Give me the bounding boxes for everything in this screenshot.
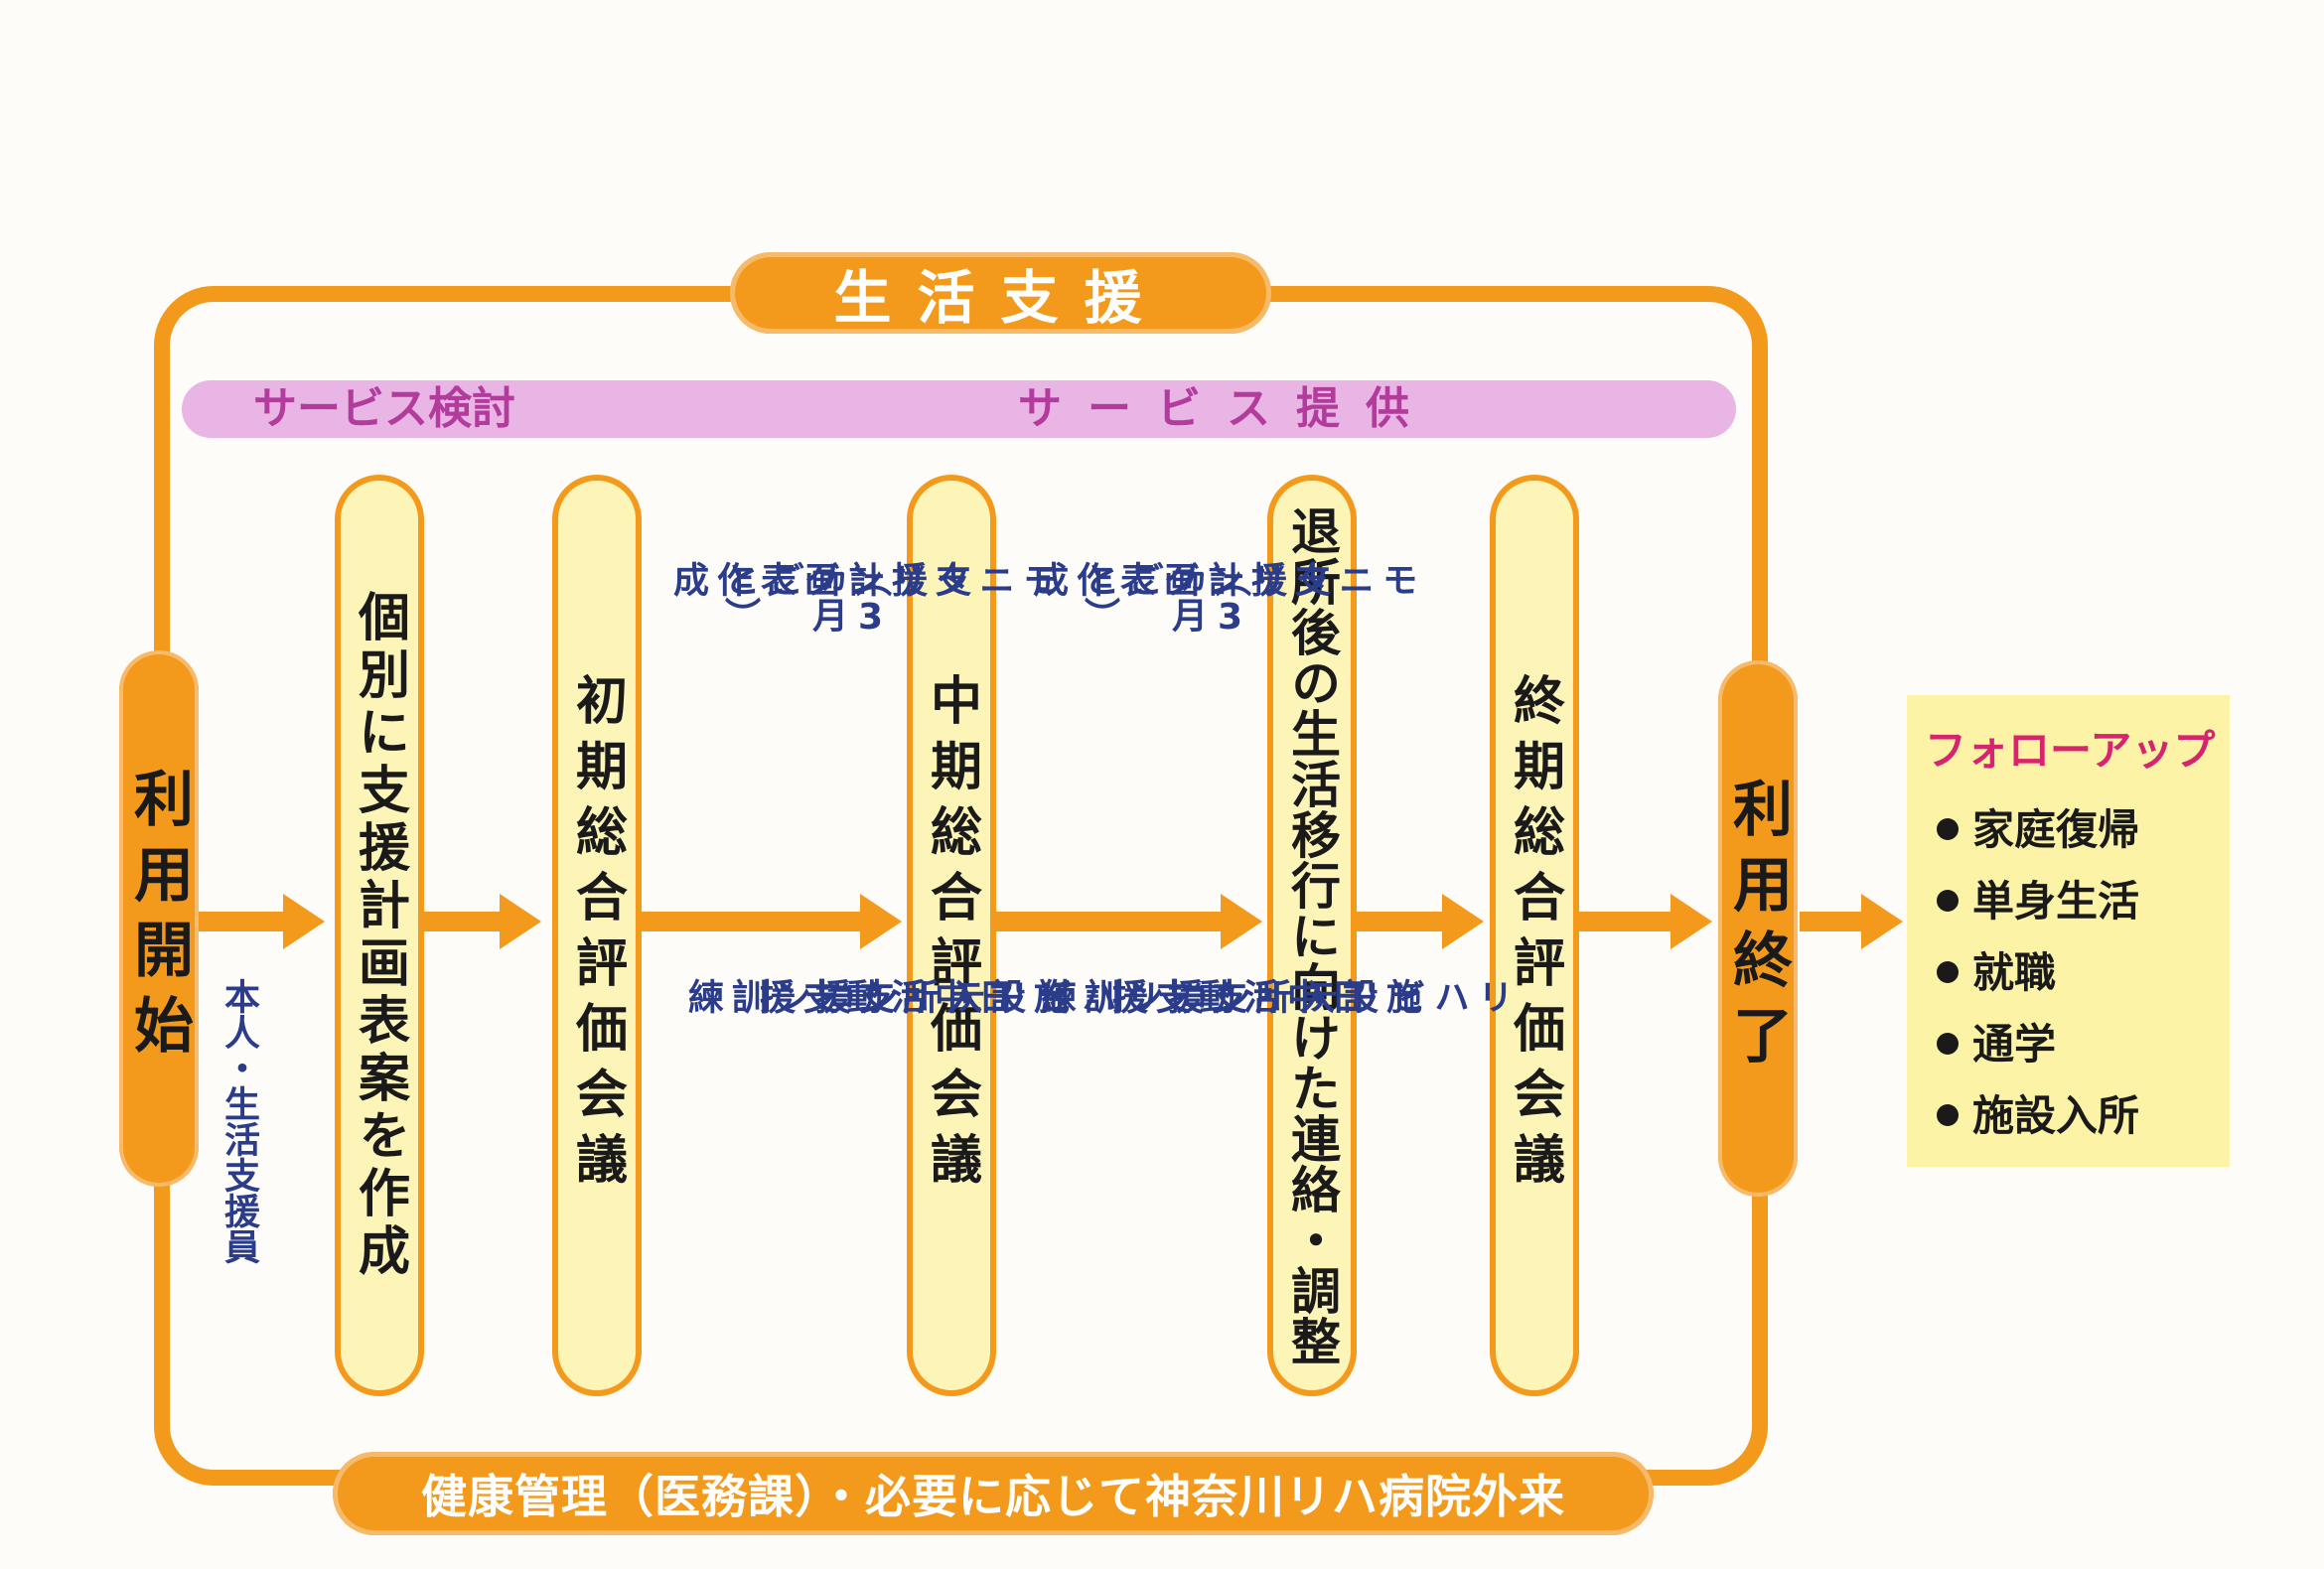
follow-up-item-label: 施設入所 [1972,1091,2140,1140]
service-provision-label: サービス提供 [1018,383,1435,434]
arrow-4 [996,894,1262,949]
health-management-label: 健康管理（医務課）・必要に応じて神奈川リハ病院外来 [333,1452,1654,1535]
follow-up-item: 通学 [1937,1009,2139,1080]
service-review-label: サービス検討 [253,383,515,434]
follow-up-item-label: 家庭復帰 [1972,805,2140,854]
step-final-review: 終期総合評価会議 [1490,475,1579,1396]
follow-up-item-label: 通学 [1972,1020,2057,1069]
arrow-1 [199,894,325,949]
bullet-icon [1937,817,1959,840]
follow-up-item: 施設入所 [1937,1080,2139,1152]
follow-up-item: 単身生活 [1937,866,2139,937]
step-draft-plan: 個別に支援計画表案を作成 [335,475,424,1396]
follow-up-item: 家庭復帰 [1937,794,2139,866]
arrow-7 [1800,894,1904,949]
end-of-use: 利用終了 [1718,660,1798,1197]
follow-up-item-label: 就職 [1972,948,2057,997]
bullet-icon [1937,960,1959,983]
follow-up-item-label: 単身生活 [1972,877,2140,926]
phase2-upper-line-3: 支援計画表作成 [1027,561,1330,597]
arrow-5 [1357,894,1484,949]
follow-up-item: 就職 [1937,937,2139,1009]
phase1-lower-line-1: 施設入所支援 [809,978,1069,1014]
phase2-upper-line-2: （3ヵ月ごと） [1079,561,1250,638]
phase1-lower-line-2: 日中活動支援 [754,978,1013,1014]
step-initial-review: 初期総合評価会議 [552,475,642,1396]
arrow-6 [1579,894,1713,949]
start-note: 本人・生活支援員 [218,978,259,1264]
follow-up-box: フォローアップ 家庭復帰 単身生活 就職 通学 施設入所 [1907,695,2230,1167]
life-support-label: 生活支援 [730,252,1271,334]
phase1-upper-line-1: モニタリング [799,561,1058,597]
phase1-upper-line-2: （3ヵ月ごと） [719,561,891,638]
follow-up-title: フォローアップ [1925,726,2216,775]
phase1-lower-line-3: リハビリテーション訓練 [682,978,1160,1014]
phase2-lower-line-3: リハビリテーション訓練 [1035,978,1513,1014]
bullet-icon [1937,1103,1959,1126]
arrow-3 [642,894,902,949]
phase2-lower-line-1: 施設入所支援 [1162,978,1421,1014]
arrow-2 [424,894,541,949]
bullet-icon [1937,889,1959,912]
phase2-upper-line-1: モニタリング [1158,561,1417,597]
follow-up-list: 家庭復帰 単身生活 就職 通学 施設入所 [1937,794,2139,1152]
step-midterm-review: 中期総合評価会議 [907,475,996,1396]
service-band [182,380,1736,438]
bullet-icon [1937,1032,1959,1055]
start-of-use: 利用開始 [119,650,199,1187]
phase1-upper-line-3: 支援計画表作成 [667,561,970,597]
step-transition-coordination: 退所後の生活移行に向けた連絡・調整 [1267,475,1357,1396]
phase2-lower-line-2: 日中活動支援 [1106,978,1366,1014]
